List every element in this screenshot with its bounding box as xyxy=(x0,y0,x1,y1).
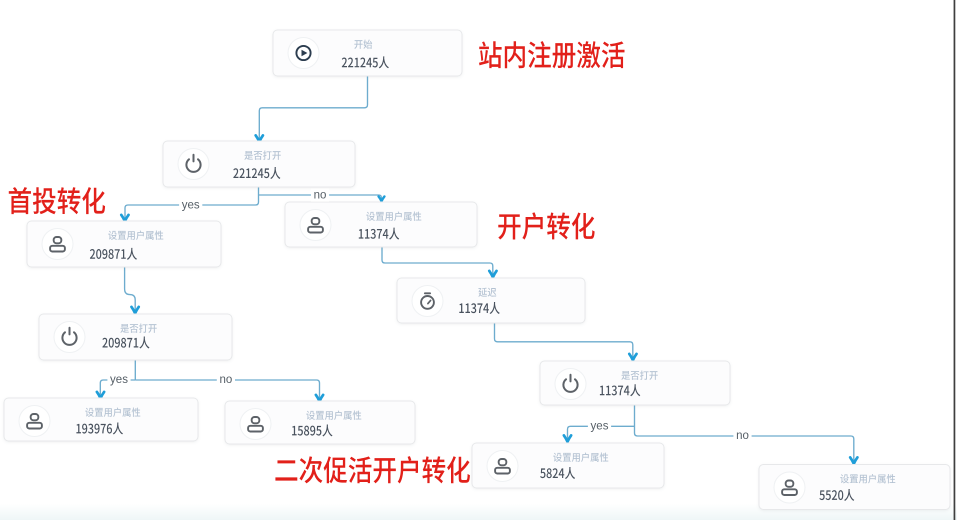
svg-text:no: no xyxy=(314,189,327,201)
svg-text:yes: yes xyxy=(591,421,609,433)
svg-text:no: no xyxy=(736,430,749,442)
svg-text:yes: yes xyxy=(182,199,200,211)
svg-text:no: no xyxy=(220,374,233,386)
svg-text:yes: yes xyxy=(110,374,128,386)
